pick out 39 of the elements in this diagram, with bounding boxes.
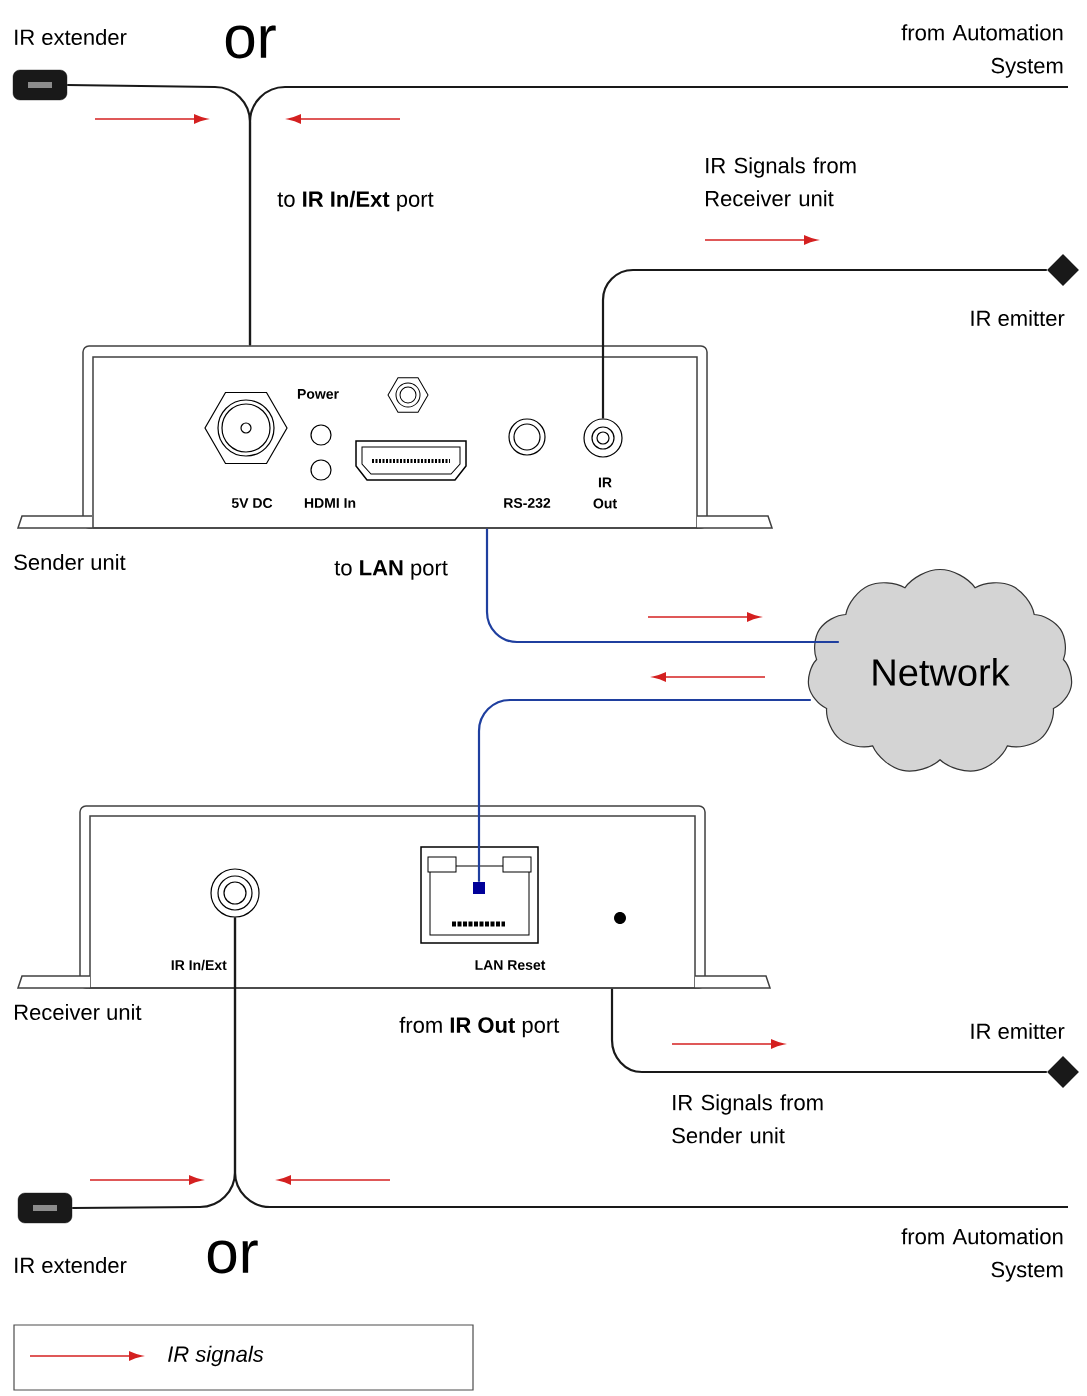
cable xyxy=(248,85,1068,346)
port-label: LAN Reset xyxy=(475,960,546,970)
note-text: from IR Out port xyxy=(399,1016,560,1038)
note-text: to LAN port xyxy=(334,560,448,580)
port-pin xyxy=(473,882,485,894)
unit-caption: Sender unit xyxy=(14,553,126,571)
note-text: to IR In/Ext port xyxy=(277,190,434,212)
jack-socket xyxy=(210,868,260,918)
unit-caption: IR extender xyxy=(15,28,127,46)
note-text: IR Signals from Receiver unit xyxy=(706,157,856,207)
unit-caption: Receiver unit xyxy=(15,1003,142,1021)
legend-label: IR signals xyxy=(168,1345,264,1367)
or-label: or xyxy=(225,25,276,59)
port-label: Power xyxy=(297,389,339,399)
port-label: HDMI In xyxy=(304,498,356,508)
ir-extender xyxy=(17,1192,73,1224)
source-label: from Automation System xyxy=(901,1228,1063,1282)
network-cloud: Network xyxy=(807,568,1073,772)
ir-emitter xyxy=(1047,254,1079,286)
source-label: from Automation System xyxy=(901,24,1063,78)
ir-extender xyxy=(12,69,68,101)
jack-socket xyxy=(583,418,623,458)
note-text: IR Signals from Sender unit xyxy=(672,1094,823,1144)
unit-caption: IR emitter xyxy=(971,1022,1065,1040)
port-label: 5V DC xyxy=(231,498,273,508)
port-label: IR In/Ext xyxy=(171,959,227,971)
unit-caption: IR extender xyxy=(15,1256,127,1274)
port-label: IR Out xyxy=(593,477,617,509)
unit-caption: IR emitter xyxy=(971,309,1065,327)
ir-emitter xyxy=(1047,1056,1079,1088)
cable xyxy=(601,268,1047,419)
cable xyxy=(610,988,1047,1074)
cable xyxy=(233,917,1068,1209)
cable xyxy=(485,528,839,644)
sender-unit xyxy=(16,345,774,529)
receiver-unit xyxy=(16,805,772,989)
port-label: RS-232 xyxy=(504,498,551,508)
or-label: or xyxy=(207,1240,258,1274)
cable xyxy=(477,698,811,882)
